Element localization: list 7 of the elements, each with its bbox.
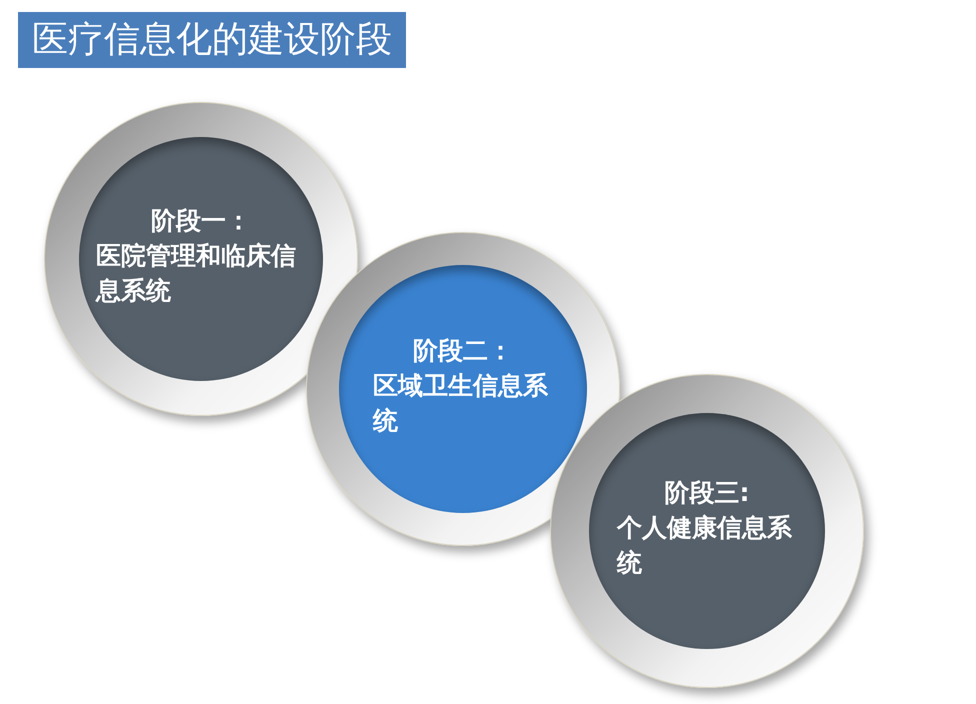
stage-heading: 阶段三:: [664, 476, 750, 508]
stage-description: 医院管理和临床信息系统: [96, 240, 297, 306]
stage-description: 个人健康信息系统: [617, 512, 793, 578]
stage-heading: 阶段二：: [412, 334, 514, 366]
title-banner: 医疗信息化的建设阶段: [18, 12, 406, 68]
stage-description: 区域卫生信息系统: [373, 370, 549, 436]
stage-heading: 阶段一：: [150, 204, 252, 236]
